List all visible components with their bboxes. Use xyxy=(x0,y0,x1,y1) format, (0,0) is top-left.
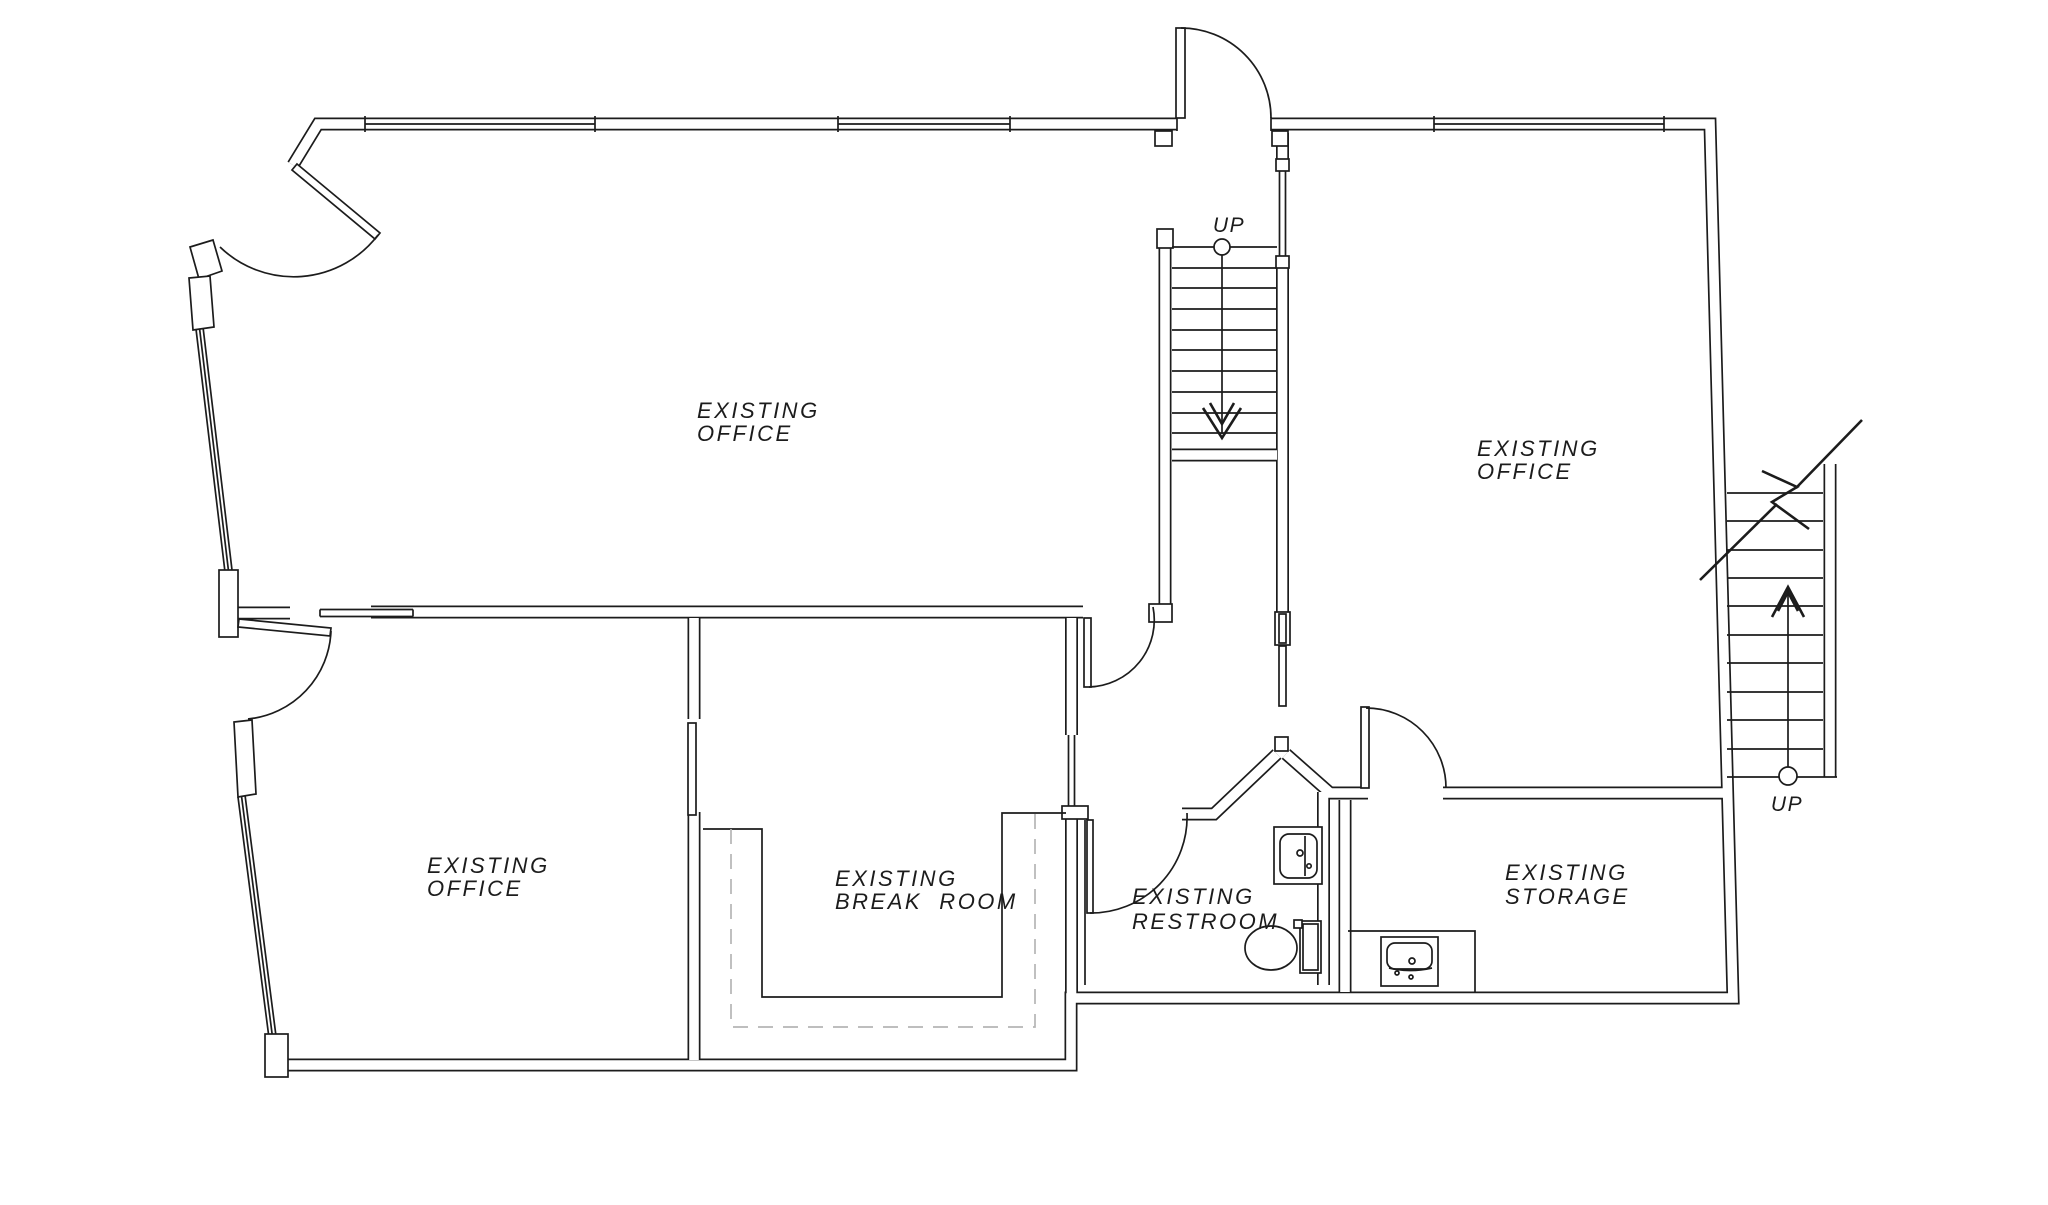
left-window-upper xyxy=(195,326,233,573)
restroom-sink xyxy=(1273,826,1323,885)
left-window-lower xyxy=(237,794,277,1039)
storage-sink xyxy=(1380,936,1439,987)
door-swing-arc xyxy=(219,234,379,278)
label-office-lower-left-line2: OFFICE xyxy=(427,876,523,901)
label-restroom-line1: EXISTING xyxy=(1132,884,1255,909)
counter-edge xyxy=(1348,930,1476,992)
door-swing-arc xyxy=(1088,606,1156,688)
label-up-central-stair: UP xyxy=(1213,214,1245,237)
door-storage xyxy=(1360,706,1447,789)
door-leaf xyxy=(290,162,382,241)
door-swing-arc xyxy=(1089,812,1188,914)
storage-counter xyxy=(1348,930,1476,992)
door-leaf xyxy=(1175,27,1186,119)
top-door-wall-caps xyxy=(1176,117,1272,131)
interior-relite-window xyxy=(319,608,414,618)
stair-exterior-right xyxy=(1699,419,1863,786)
stair-labels: UP UP xyxy=(1213,214,1803,816)
stair-start-circle xyxy=(1778,766,1798,786)
stair-wall-block xyxy=(1156,228,1174,249)
wall-block xyxy=(188,238,224,281)
door-restroom xyxy=(1086,812,1188,914)
label-office-upper-left-line1: EXISTING xyxy=(697,398,820,423)
label-storage-line1: EXISTING xyxy=(1505,860,1628,885)
wall-block xyxy=(233,719,257,798)
door-break-room-west xyxy=(687,722,697,816)
label-office-lower-left-line1: EXISTING xyxy=(427,853,550,878)
sink-drain xyxy=(1408,957,1416,965)
toilet-tank-inner xyxy=(1302,923,1319,971)
wall-corner-block xyxy=(264,1033,289,1078)
door-hallway-to-break-room xyxy=(1083,606,1156,688)
label-restroom-line2: RESTROOM xyxy=(1132,909,1279,934)
wall-end-block xyxy=(1274,611,1291,646)
sink-faucet-dot xyxy=(1408,974,1414,980)
label-storage-line2: STORAGE xyxy=(1505,884,1630,909)
label-up-right-stair: UP xyxy=(1771,793,1803,816)
door-jamb xyxy=(1154,130,1173,147)
arrow-down-icon-inner xyxy=(1208,402,1236,427)
counter-dashed-overhang xyxy=(730,813,1036,1028)
stair-treads xyxy=(1172,246,1277,434)
sink-basin xyxy=(1279,833,1318,879)
door-jamb xyxy=(1271,130,1289,147)
door-leaf xyxy=(1086,819,1094,914)
wall-block xyxy=(218,569,239,638)
bay-peak-notch xyxy=(1274,736,1289,752)
door-leaf xyxy=(237,618,332,637)
label-office-upper-right-line2: OFFICE xyxy=(1477,459,1573,484)
top-wall-windows xyxy=(364,116,1665,132)
door-swing-arc xyxy=(247,630,332,720)
counter-solid-edge xyxy=(703,812,1066,998)
sink-basin xyxy=(1386,942,1433,970)
break-line-symbol xyxy=(1699,419,1863,581)
door-leaf xyxy=(687,722,697,816)
door-swing-arc xyxy=(1180,27,1272,119)
sink-faucet-dot xyxy=(1394,970,1400,976)
sink-drain xyxy=(1296,849,1304,857)
door-leaf xyxy=(1083,617,1092,688)
break-room-relite xyxy=(1061,735,1089,820)
break-room-counter xyxy=(703,812,1066,1028)
door-top-entry xyxy=(1175,27,1272,119)
toilet-tank xyxy=(1299,920,1322,974)
stair-sidelite-window xyxy=(1275,158,1290,269)
toilet xyxy=(1244,919,1322,974)
top-door-opening xyxy=(1177,108,1271,141)
label-break-room-line1: EXISTING xyxy=(835,866,958,891)
stair-central xyxy=(1172,238,1277,441)
toilet-bowl xyxy=(1244,925,1298,971)
stair-start-circle xyxy=(1213,238,1231,256)
walls-inner-stroke xyxy=(237,124,1830,1065)
label-break-room-line2: BREAK ROOM xyxy=(835,889,1018,914)
arrow-down-icon xyxy=(1201,407,1243,441)
arrow-up-icon xyxy=(1770,584,1806,618)
sink-front-edge xyxy=(1388,967,1433,972)
door-upper-left-entry xyxy=(219,162,382,278)
sink-faucet-dot xyxy=(1305,862,1313,870)
corridor-glass-panel xyxy=(1278,645,1287,707)
wall-end-block-inner xyxy=(1278,613,1287,644)
label-office-upper-right-line1: EXISTING xyxy=(1477,436,1600,461)
window-mullion-ticks xyxy=(364,116,1665,132)
stair-treads xyxy=(1727,492,1837,778)
door-jamb xyxy=(1148,603,1173,623)
arrow-up-icon-inner xyxy=(1776,589,1800,612)
wall-block xyxy=(188,275,215,331)
label-office-upper-left-line2: OFFICE xyxy=(697,421,793,446)
door-leaf xyxy=(1360,706,1370,789)
walls-outer-stroke xyxy=(237,124,1830,1065)
door-lower-left-office xyxy=(237,618,332,720)
door-swing-arc xyxy=(1365,707,1447,789)
room-labels: EXISTING OFFICE EXISTING OFFICE EXISTING… xyxy=(427,398,1630,934)
toilet-flush-handle xyxy=(1293,919,1303,929)
